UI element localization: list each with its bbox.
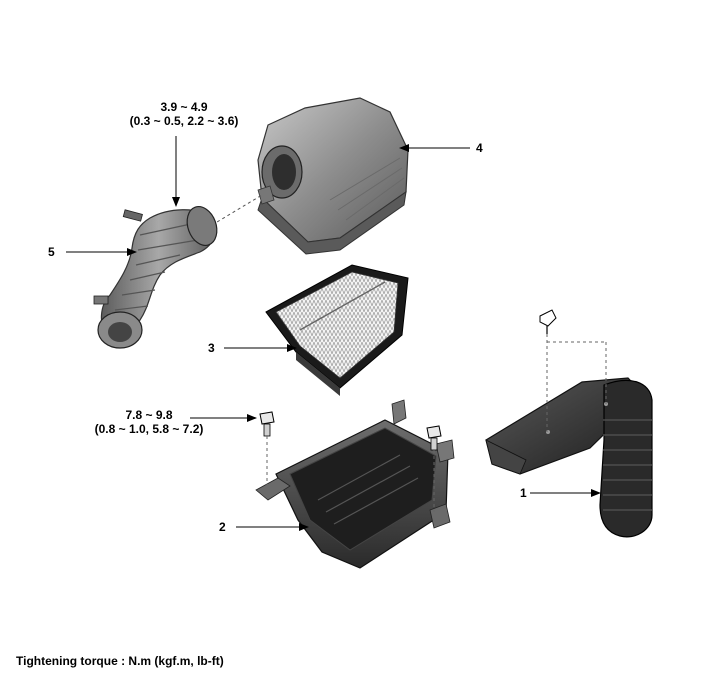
torque-spec-bottom: 7.8 ~ 9.8 (0.8 ~ 1.0, 5.8 ~ 7.2) bbox=[84, 408, 214, 436]
air-duct-part bbox=[485, 377, 653, 538]
torque-value: 3.9 ~ 4.9 bbox=[160, 100, 208, 114]
callout-4: 4 bbox=[476, 141, 483, 155]
hose-alignment-line bbox=[211, 194, 263, 226]
air-cleaner-cover-part bbox=[257, 97, 409, 255]
leader-lines bbox=[66, 136, 601, 531]
tightening-torque-note: Tightening torque : N.m (kgf.m, lb-ft) bbox=[16, 654, 224, 668]
torque-conversion: (0.3 ~ 0.5, 2.2 ~ 3.6) bbox=[129, 114, 239, 128]
bolt-left bbox=[259, 411, 275, 437]
clip-guide-lines bbox=[546, 334, 607, 432]
torque-value: 7.8 ~ 9.8 bbox=[125, 408, 173, 422]
callout-5: 5 bbox=[48, 245, 55, 259]
air-intake-hose-part bbox=[93, 206, 218, 349]
air-filter-element-part bbox=[265, 264, 409, 396]
duct-clip bbox=[539, 309, 557, 334]
torque-conversion: (0.8 ~ 1.0, 5.8 ~ 7.2) bbox=[94, 422, 204, 436]
air-cleaner-case-part bbox=[255, 399, 455, 569]
callout-2: 2 bbox=[219, 520, 226, 534]
bolt-guide-lines bbox=[266, 436, 435, 512]
bolt-right bbox=[426, 425, 442, 451]
callout-3: 3 bbox=[208, 341, 215, 355]
torque-spec-top: 3.9 ~ 4.9 (0.3 ~ 0.5, 2.2 ~ 3.6) bbox=[116, 100, 252, 128]
callout-1: 1 bbox=[520, 486, 527, 500]
